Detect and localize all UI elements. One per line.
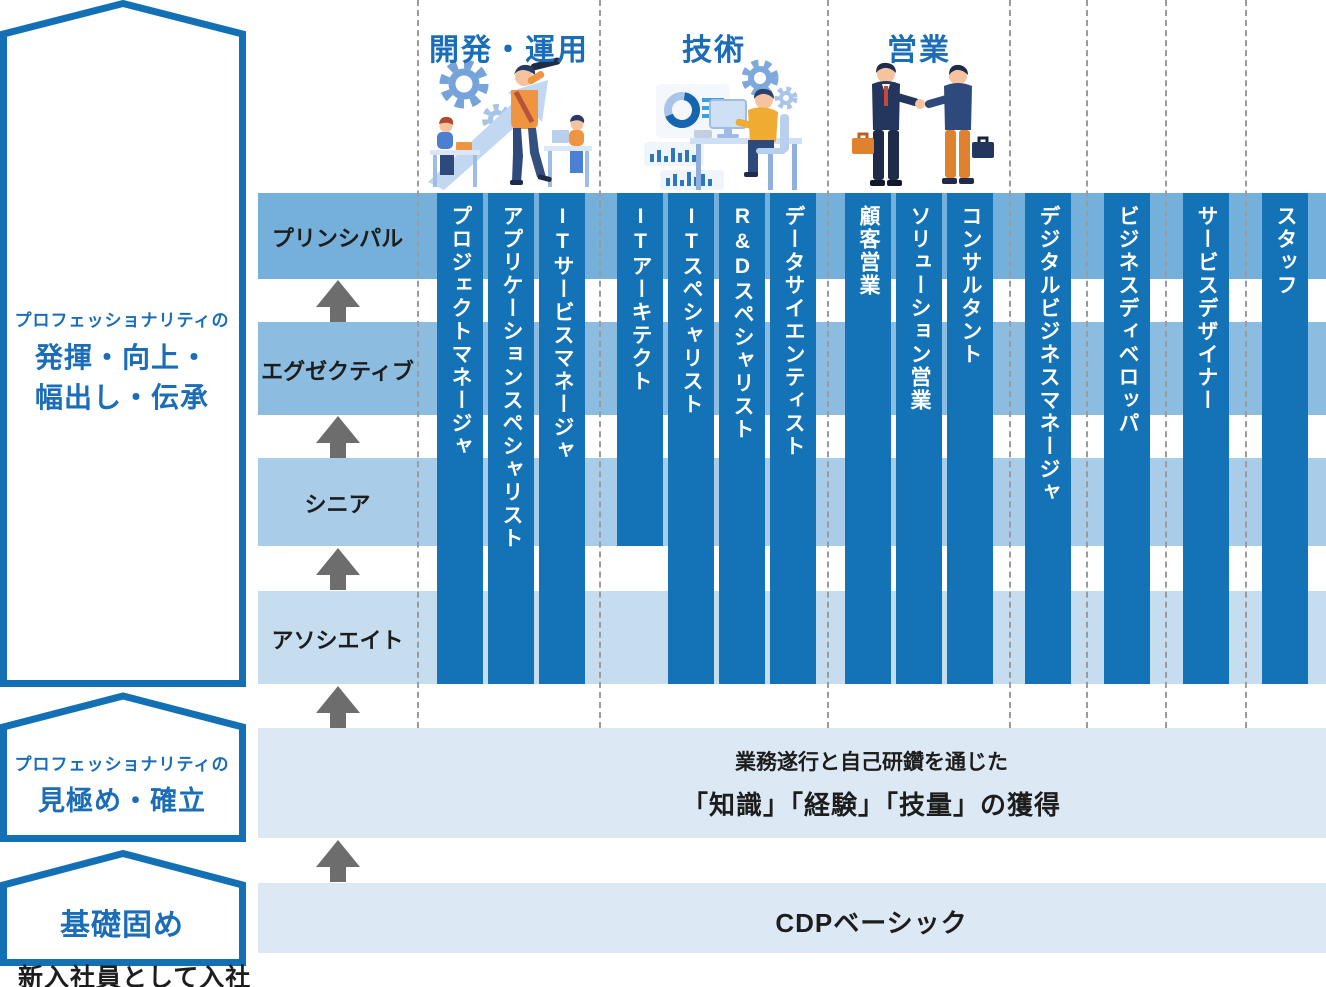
role-bar: アプリケーションスペシャリスト: [488, 193, 534, 684]
role-bar-label: ITスペシャリスト: [680, 205, 704, 416]
stage-label-line: プロフェッショナリティの: [14, 755, 230, 774]
it-worker-icon: [735, 88, 789, 190]
businessman-left-icon: [852, 62, 925, 186]
role-bar-label: プロジェクトマネージャ: [449, 205, 473, 458]
role-bar-label: R&Dスペシャリスト: [731, 205, 755, 441]
role-bar-label: アプリケーションスペシャリスト: [500, 205, 524, 550]
role-bar-label: 顧客営業: [857, 205, 881, 297]
up-arrow-icon: [316, 548, 360, 590]
column-separator: [1009, 0, 1011, 728]
role-bar: R&Dスペシャリスト: [719, 193, 765, 684]
pentagon-outline: [0, 692, 246, 842]
briefcase-icon: [972, 142, 994, 158]
gear-icon: [741, 59, 798, 110]
up-arrow-icon: [316, 840, 360, 882]
role-bar: ソリューション営業: [896, 193, 942, 684]
role-bar-label: ソリューション営業: [908, 205, 932, 412]
role-bar-label: スタッフ: [1274, 205, 1298, 297]
cdp-basic-band-text: CDPベーシック: [417, 903, 1326, 940]
knowledge-band-line1: 業務遂行と自己研鑽を通じた: [735, 751, 1008, 774]
level-label-executive: エグゼクティブ: [261, 358, 414, 384]
lookout-person-icon: [510, 57, 561, 185]
desk-worker-icon: [544, 114, 592, 187]
knowledge-band-text: 業務遂行と自己研鑽を通じた 「知識」「経験」「技量」の獲得: [417, 746, 1326, 822]
entry-note: 新入社員として入社: [18, 964, 252, 987]
level-label-associate: アソシエイト: [271, 627, 404, 653]
column-separator: [1245, 0, 1247, 728]
column-separator: [599, 0, 601, 728]
role-bar: デジタルビジネスマネージャ: [1025, 193, 1071, 684]
role-bar-label: デジタルビジネスマネージャ: [1037, 205, 1061, 504]
sales-illustration: [852, 62, 994, 186]
category-header-devops: 開発・運用: [429, 34, 589, 67]
column-separator: [417, 0, 419, 728]
stage-pentagon-develop: [0, 0, 246, 687]
up-arrow-icon: [316, 686, 360, 728]
knowledge-band-line2: 「知識」「経験」「技量」の獲得: [681, 790, 1061, 820]
stage-establish-label: プロフェッショナリティの 見極め・確立: [8, 750, 236, 820]
role-bar-label: ITサービスマネージャ: [551, 205, 575, 462]
up-arrow-icon: [316, 686, 360, 728]
stage-develop-label: プロフェッショナリティの 発揮・向上・ 幅出し・伝承: [8, 306, 236, 418]
bar-chart-panel-icon: [644, 142, 704, 166]
column-separator: [827, 0, 829, 728]
stage-foundation-label: 基礎固め: [8, 905, 236, 948]
businessman-right-icon: [924, 64, 994, 184]
column-separator: [1165, 0, 1167, 728]
up-arrow-icon: [316, 840, 360, 882]
desk-worker-icon: [430, 116, 480, 187]
up-arrow-icon: [316, 548, 360, 590]
role-bar: データサイエンティスト: [770, 193, 816, 684]
desk-icon: [690, 130, 802, 190]
up-arrow-icon: [316, 416, 360, 458]
cdp-basic-label: CDPベーシック: [775, 908, 968, 938]
briefcase-icon: [852, 138, 874, 154]
role-bar-label: ITアーキテクト: [629, 205, 653, 393]
role-bar: 顧客営業: [845, 193, 891, 684]
knowledge-band: [258, 728, 1326, 838]
role-bar: ビジネスディベロッパ: [1104, 193, 1150, 684]
handshake-icon: [915, 99, 925, 109]
tech-illustration: [644, 59, 802, 190]
up-arrow-icon: [316, 416, 360, 458]
up-arrow-icon: [316, 280, 360, 322]
stage-label-line: 発揮・向上・: [34, 342, 209, 373]
up-arrow-icon: [316, 280, 360, 322]
stage-label-line: 基礎固め: [60, 909, 184, 942]
role-bar: サービスデザイナー: [1183, 193, 1229, 684]
role-bar-label: ビジネスディベロッパ: [1116, 205, 1140, 435]
role-bar-label: サービスデザイナー: [1195, 205, 1219, 412]
role-bar: ITスペシャリスト: [668, 193, 714, 684]
stage-label-line: プロフェッショナリティの: [14, 311, 230, 330]
role-bar: スタッフ: [1262, 193, 1308, 684]
stage-pentagon-establish: [0, 692, 246, 842]
role-bar-label: コンサルタント: [959, 205, 983, 366]
pentagon-outline: [0, 0, 246, 687]
pentagon-outline: [0, 849, 246, 966]
gear-icon: [439, 59, 489, 109]
bar-chart-panel-icon: [660, 170, 724, 190]
column-separator: [1086, 0, 1088, 728]
role-bar: ITサービスマネージャ: [539, 193, 585, 684]
role-bar: プロジェクトマネージャ: [437, 193, 483, 684]
level-label-principal: プリンシパル: [271, 226, 404, 251]
stage-pentagon-foundation: [0, 849, 246, 966]
level-label-senior: シニア: [304, 492, 371, 517]
stage-label-line: 見極め・確立: [38, 786, 206, 816]
role-bar-label: データサイエンティスト: [782, 205, 806, 458]
role-bar: ITアーキテクト: [617, 193, 663, 546]
cdp-basic-band: [258, 883, 1326, 953]
category-header-sales: 営業: [887, 34, 951, 67]
stage-label-line: 幅出し・伝承: [34, 381, 209, 413]
dev-ops-illustration: [428, 57, 592, 190]
category-header-tech: 技術: [682, 34, 746, 67]
role-bar: コンサルタント: [947, 193, 993, 684]
